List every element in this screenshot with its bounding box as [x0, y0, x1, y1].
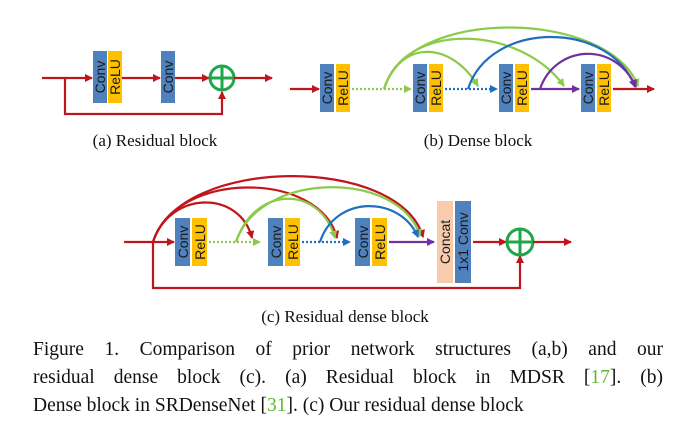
- subcaption-c: (c) Residual dense block: [261, 307, 429, 326]
- residual-block-diagram: Conv ReLU Conv (a) Residual block: [42, 51, 273, 150]
- svg-text:Conv: Conv: [319, 72, 335, 105]
- skip-arc-blue: [466, 36, 637, 90]
- skip-arc-red: [151, 175, 425, 243]
- conv-block: Conv: [160, 51, 176, 103]
- svg-text:ReLU: ReLU: [192, 224, 208, 260]
- svg-text:1x1 Conv: 1x1 Conv: [455, 212, 471, 271]
- svg-text:Conv: Conv: [175, 226, 191, 259]
- citation-link[interactable]: 17: [590, 367, 610, 388]
- concat-block: Concat: [437, 201, 453, 283]
- svg-text:ReLU: ReLU: [372, 224, 388, 260]
- svg-text:Conv: Conv: [580, 72, 596, 105]
- sum-icon: [208, 64, 236, 92]
- subcaption-a: (a) Residual block: [93, 131, 218, 150]
- svg-text:Concat: Concat: [437, 220, 453, 264]
- relu-block: ReLU: [372, 218, 388, 266]
- conv-block: Conv: [580, 64, 596, 112]
- skip-connection: [63, 78, 226, 116]
- relu-block: ReLU: [596, 64, 612, 112]
- relu-label: ReLU: [107, 59, 123, 95]
- subcaption-b: (b) Dense block: [424, 131, 533, 150]
- relu-block: ReLU: [192, 218, 208, 266]
- caption-line: Dense block in SRDenseNet [31]. (c) Our …: [33, 395, 524, 416]
- conv-label: Conv: [92, 61, 108, 94]
- svg-text:ReLU: ReLU: [285, 224, 301, 260]
- conv-block: Conv: [498, 64, 514, 112]
- conv-block: Conv: [355, 218, 371, 266]
- figure-caption: Figure 1. Comparison of prior network st…: [33, 336, 663, 420]
- conv-block: Conv: [175, 218, 191, 266]
- svg-text:Conv: Conv: [268, 226, 284, 259]
- residual-dense-block-diagram: Conv ReLU Conv ReLU Conv ReLU Co: [124, 175, 572, 326]
- svg-text:ReLU: ReLU: [596, 70, 612, 106]
- relu-block: ReLU: [428, 64, 444, 112]
- svg-text:Conv: Conv: [498, 72, 514, 105]
- skip-arc-blue: [318, 205, 420, 243]
- relu-block: ReLU: [107, 51, 123, 103]
- skip-arc-purple: [538, 52, 638, 90]
- svg-text:Conv: Conv: [412, 72, 428, 105]
- caption-line: Figure 1. Comparison of prior network st…: [33, 339, 663, 360]
- conv-block: Conv: [319, 64, 335, 112]
- svg-text:ReLU: ReLU: [335, 70, 351, 106]
- skip-arc-green: [382, 26, 640, 90]
- svg-text:ReLU: ReLU: [428, 70, 444, 106]
- relu-block: ReLU: [285, 218, 301, 266]
- svg-text:ReLU: ReLU: [514, 70, 530, 106]
- svg-text:Conv: Conv: [355, 226, 371, 259]
- citation-link[interactable]: 31: [266, 395, 287, 416]
- conv-label: Conv: [160, 61, 176, 94]
- skip-arc-green: [234, 186, 422, 243]
- conv-block: Conv: [92, 51, 108, 103]
- conv-block: Conv: [412, 64, 428, 112]
- conv1x1-block: 1x1 Conv: [455, 201, 471, 283]
- figure-diagram: Conv ReLU Conv (a) Residual block Conv: [42, 26, 655, 326]
- caption-line: residual dense block (c). (a) Residual b…: [33, 367, 663, 388]
- relu-block: ReLU: [514, 64, 530, 112]
- dense-block-diagram: Conv ReLU Conv ReLU Conv ReLU Co: [290, 26, 655, 150]
- sum-icon: [505, 227, 535, 257]
- skip-connection: [151, 242, 524, 290]
- conv-block: Conv: [268, 218, 284, 266]
- relu-block: ReLU: [335, 64, 351, 112]
